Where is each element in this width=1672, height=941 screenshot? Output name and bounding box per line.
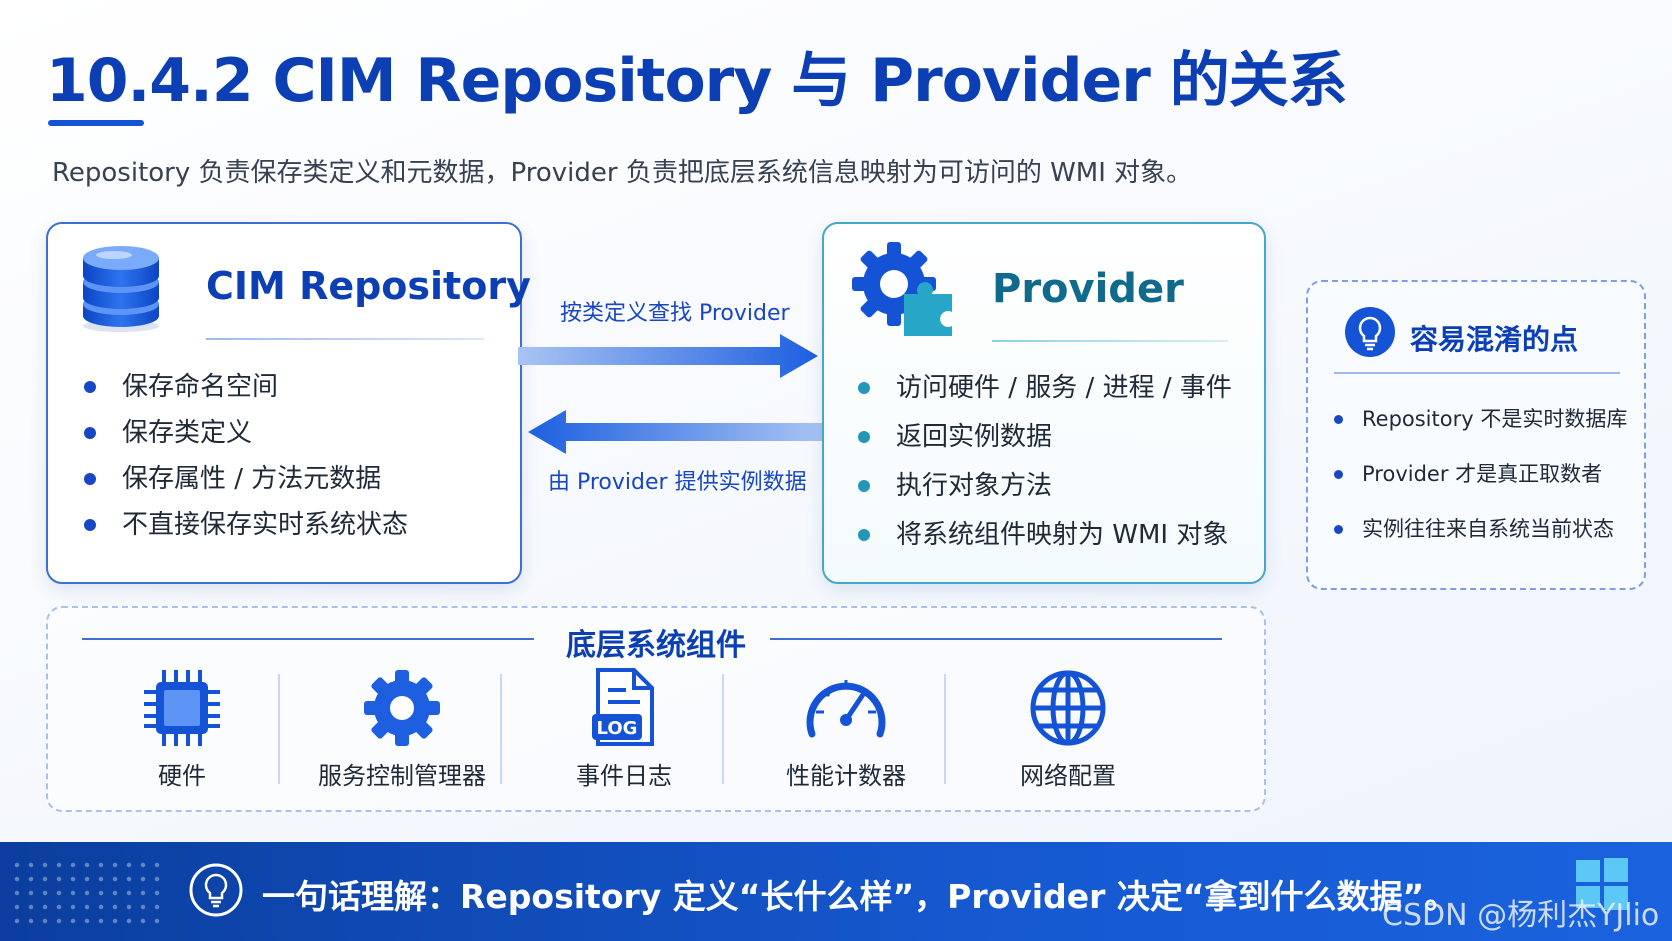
list-item: Provider 才是真正取数者 [1334, 447, 1627, 502]
repository-card: CIM Repository 保存命名空间 保存类定义 保存属性 / 方法元数据… [46, 222, 531, 584]
component-label: 网络配置 [1020, 762, 1116, 790]
repository-list: 保存命名空间 保存类定义 保存属性 / 方法元数据 不直接保存实时系统状态 [84, 364, 408, 548]
list-item: 执行对象方法 [858, 462, 1232, 511]
bullet-icon [84, 427, 96, 439]
list-item: 保存属性 / 方法元数据 [84, 456, 408, 502]
gear-icon [364, 670, 440, 746]
bullet-icon [1334, 470, 1343, 479]
chip-icon [144, 670, 220, 746]
list-item: 访问硬件 / 服务 / 进程 / 事件 [858, 364, 1232, 413]
list-item: 不直接保存实时系统状态 [84, 502, 408, 548]
log-badge: LOG [597, 718, 638, 739]
arrow-right-icon [518, 334, 818, 378]
component-label: 性能计数器 [786, 762, 906, 790]
confusion-title: 容易混淆的点 [1410, 323, 1579, 356]
component-separator [944, 674, 946, 784]
repository-title: CIM Repository [206, 264, 531, 308]
component-separator [500, 674, 502, 784]
repository-divider [206, 338, 484, 340]
bullet-icon [84, 381, 96, 393]
database-icon [78, 238, 164, 338]
list-item: 将系统组件映射为 WMI 对象 [858, 511, 1232, 560]
provider-divider [992, 340, 1228, 342]
arrow-label-to-repository: 由 Provider 提供实例数据 [548, 470, 807, 495]
component-separator [278, 674, 280, 784]
heading-line-right [770, 638, 1222, 640]
bullet-icon [858, 431, 870, 443]
component-network: 网络配置 [958, 668, 1178, 791]
globe-icon [1030, 670, 1106, 746]
summary-text: 一句话理解：Repository 定义“长什么样”，Provider 决定“拿到… [262, 877, 1458, 916]
bullet-icon [84, 519, 96, 531]
list-item: 实例往往来自系统当前状态 [1334, 502, 1627, 557]
component-event-log: LOG 事件日志 [514, 668, 734, 791]
list-item: Repository 不是实时数据库 [1334, 392, 1627, 447]
lightbulb-icon [188, 862, 244, 922]
component-label: 事件日志 [576, 762, 672, 790]
component-perf-counter: 性能计数器 [736, 668, 956, 791]
component-hardware: 硬件 [72, 668, 292, 791]
component-separator [722, 674, 724, 784]
confusion-divider [1334, 372, 1620, 374]
bullet-icon [1334, 415, 1343, 424]
components-heading: 底层系统组件 [566, 628, 746, 663]
bullet-icon [858, 480, 870, 492]
log-file-icon: LOG [592, 668, 654, 746]
provider-title: Provider [992, 266, 1184, 312]
confusion-card: 容易混淆的点 Repository 不是实时数据库 Provider 才是真正取… [1306, 280, 1646, 590]
bullet-icon [1334, 525, 1343, 534]
bullet-icon [858, 529, 870, 541]
heading-line-left [82, 638, 534, 640]
component-scm: 服务控制管理器 [292, 668, 512, 791]
lightbulb-icon [1344, 306, 1396, 362]
component-label: 硬件 [158, 762, 206, 790]
components-panel: 底层系统组件 硬件 [46, 606, 1266, 812]
list-item: 返回实例数据 [858, 413, 1232, 462]
provider-card: Provider 访问硬件 / 服务 / 进程 / 事件 返回实例数据 执行对象… [822, 222, 1266, 584]
bullet-icon [858, 382, 870, 394]
page-title: 10.4.2 CIM Repository 与 Provider 的关系 [46, 46, 1348, 116]
watermark: CSDN @杨利杰YJlio [1382, 898, 1660, 933]
windows-logo-icon [1574, 856, 1630, 916]
summary-banner: 一句话理解：Repository 定义“长什么样”，Provider 决定“拿到… [0, 842, 1672, 941]
confusion-list: Repository 不是实时数据库 Provider 才是真正取数者 实例往往… [1334, 392, 1627, 557]
bullet-icon [84, 473, 96, 485]
list-item: 保存命名空间 [84, 364, 408, 410]
page-subtitle: Repository 负责保存类定义和元数据，Provider 负责把底层系统信… [52, 158, 1193, 188]
dot-pattern [10, 858, 160, 928]
arrow-left-icon [528, 410, 822, 454]
arrow-label-to-provider: 按类定义查找 Provider [560, 301, 790, 326]
component-label: 服务控制管理器 [318, 762, 486, 790]
gauge-icon [806, 680, 886, 738]
title-underline [48, 120, 144, 126]
list-item: 保存类定义 [84, 410, 408, 456]
gear-puzzle-icon [850, 242, 960, 342]
provider-list: 访问硬件 / 服务 / 进程 / 事件 返回实例数据 执行对象方法 将系统组件映… [858, 364, 1232, 560]
